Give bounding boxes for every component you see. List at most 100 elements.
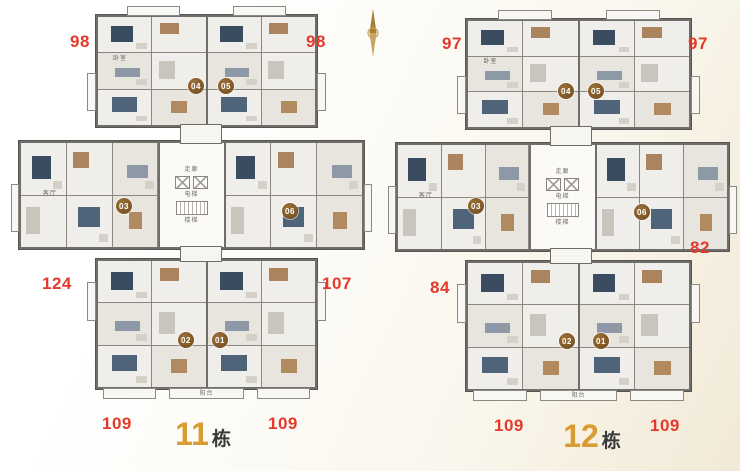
unit-badge-05: 05 [588,83,604,99]
room [579,305,634,347]
room [21,143,66,195]
balcony [257,388,311,399]
unit [225,143,362,247]
unit: 客厅 [21,143,158,247]
room [152,17,206,53]
room [640,145,684,197]
balcony [126,6,180,16]
room-label-bedroom: 卧室 [483,59,498,66]
room [398,145,441,197]
room [468,305,523,347]
room [634,21,689,56]
wing-bottom: 阳台 [87,258,326,399]
corridor-shaft [180,246,222,262]
building-11: 卧室 客厅 走廊 电梯 楼梯 [10,6,380,468]
unit [468,263,578,389]
balcony [457,76,466,114]
room [579,56,634,92]
balcony: 阳台 [168,388,245,399]
room [468,56,523,92]
unit [596,145,727,249]
room [261,89,315,125]
area-label-bottom-right: 109 [650,416,680,435]
room [634,56,689,92]
room [485,145,529,197]
room [66,143,112,195]
building-number: 12 [563,418,599,454]
wing-top: 卧室 [457,10,700,130]
room [98,89,152,125]
balcony [87,282,96,322]
building-12: 卧室 客厅 走廊 电梯 楼梯 [388,10,740,468]
room [98,261,152,303]
balcony [497,10,552,20]
room [207,261,261,303]
room [468,263,523,305]
balcony [630,390,685,401]
balcony [11,184,19,232]
room [468,92,523,127]
room-label-elevator: 电梯 [555,193,570,200]
elevator-icon [175,175,190,189]
room-label-living: 客厅 [42,190,57,197]
unit: 卧室 [98,17,206,125]
room [152,261,206,303]
unit-badge-01: 01 [212,332,228,348]
room [225,143,271,195]
stairs-icon [175,200,208,215]
unit [207,17,315,125]
area-label-top-right: 98 [306,32,326,51]
room-label-corridor: 走廊 [555,168,570,175]
room [112,143,158,195]
balcony [317,73,326,112]
balcony [87,73,96,112]
unit [207,261,315,387]
room [261,261,315,303]
area-label-mid-right: 82 [690,238,710,257]
balcony [472,390,527,401]
corridor-shaft [550,126,592,146]
room [261,303,315,345]
unit [579,263,689,389]
room [152,345,206,387]
room [271,143,317,195]
building-suffix: 栋 [211,429,231,450]
room [596,145,640,197]
balcony: 阳台 [540,390,617,401]
room [225,195,271,247]
room [152,89,206,125]
room [634,347,689,389]
corridor-shaft [180,124,222,144]
room [579,347,634,389]
elevators [546,177,579,191]
room-label-elevator: 电梯 [184,191,199,198]
room [261,53,315,89]
room [98,303,152,345]
room [207,345,261,387]
room [441,145,485,197]
room [98,53,152,89]
area-label-bottom-left: 109 [102,414,132,433]
area-label-mid-left: 124 [42,274,72,293]
room [634,305,689,347]
room [634,92,689,127]
room-label-balcony: 阳台 [199,390,214,397]
building-suffix: 栋 [601,431,621,452]
balcony [729,186,737,234]
area-label-top-left: 97 [442,34,462,53]
room-label-bedroom: 卧室 [113,55,128,62]
building-label: 11 栋 [26,418,380,451]
room [398,197,441,249]
unit: 卧室 [468,21,578,127]
room [98,17,152,53]
room [21,195,66,247]
room-label-corridor: 走廊 [184,166,199,173]
balcony [691,76,700,114]
unit-badge-05: 05 [218,78,234,94]
room [317,195,362,247]
compass-icon [360,8,386,63]
wing-bottom: 阳台 [457,260,700,401]
elevator-icon [546,177,561,191]
wing-middle: 客厅 走廊 电梯 楼梯 [388,142,737,252]
